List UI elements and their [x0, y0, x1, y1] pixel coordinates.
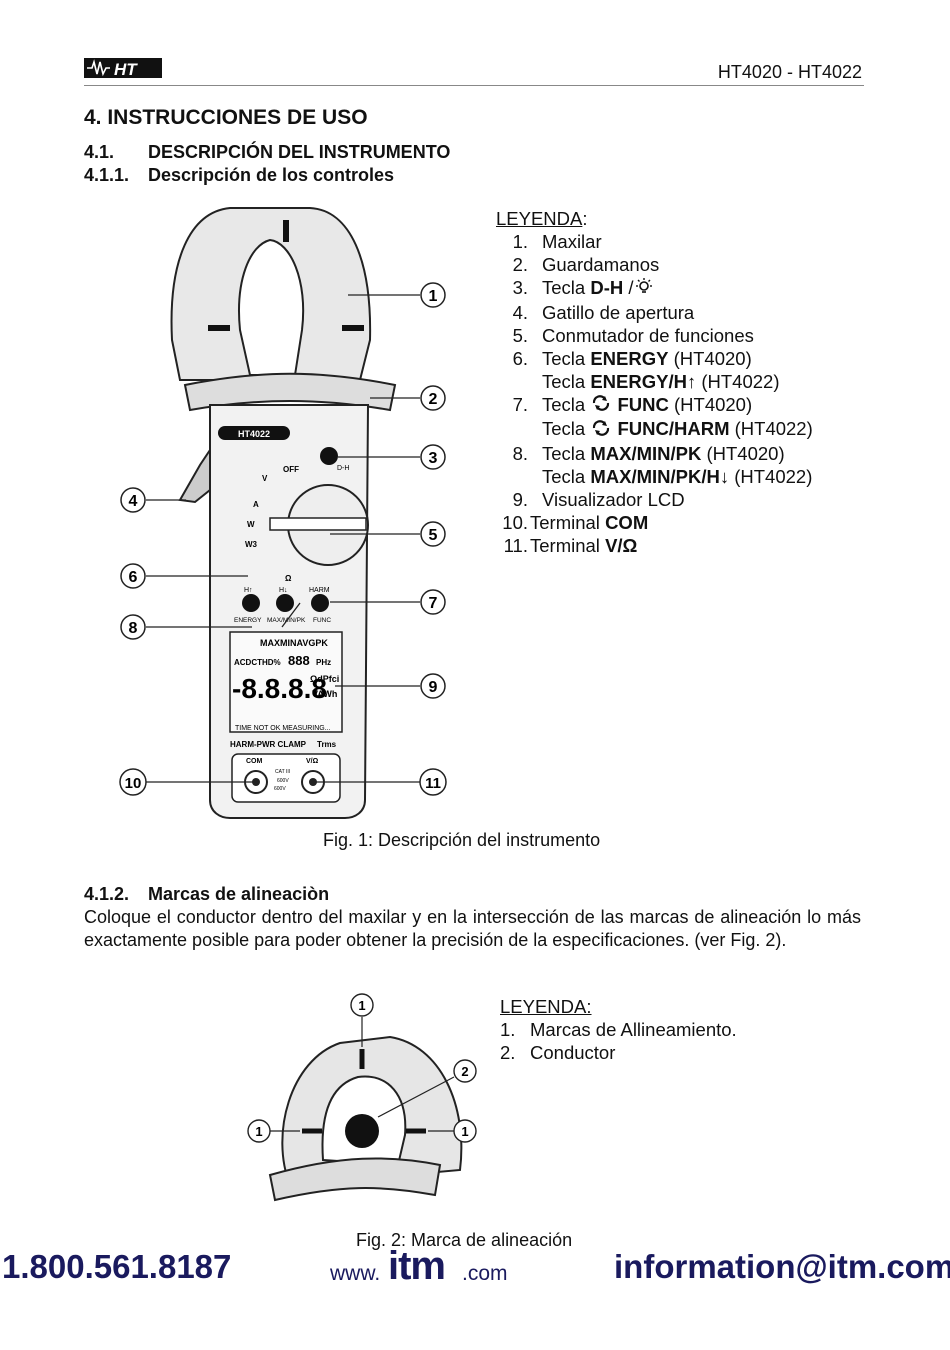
volt-label-1: 600V	[277, 778, 289, 784]
legend-2: LEYENDA: 1.Marcas de Allineamiento. 2.Co…	[500, 995, 820, 1064]
dial-label-a: A	[253, 500, 259, 509]
model-header: HT4020 - HT4022	[717, 62, 862, 82]
logo-text: HT	[114, 60, 138, 79]
fig2-callout-1-right: 1	[461, 1124, 468, 1139]
subsection-title: Marcas de alineaciòn	[148, 884, 330, 904]
subsection-number: 4.1.	[84, 142, 115, 162]
legend-item-2: 2.Guardamanos	[512, 254, 660, 275]
legend-item-10: 10.Terminal COM	[502, 511, 649, 533]
button-label-func: FUNC	[313, 617, 331, 624]
lcd-top-row: MAXMINAVGPK	[260, 638, 328, 648]
dial-label-w3: W3	[245, 540, 258, 549]
subsection-title: Descripción de los controles	[148, 165, 395, 185]
subsection-heading-4-1-1: 4.1.1. Descripción de los controles	[84, 165, 394, 186]
subsection-number: 4.1.2.	[84, 884, 130, 904]
fig2-callout-1-left: 1	[255, 1124, 262, 1139]
legend-item-8b: 0.Tecla MAX/MIN/PK/H↓ (HT4022)	[542, 465, 813, 487]
dial-label-ohm: Ω	[285, 574, 292, 583]
lcd-row-2: ACDCTHD%	[234, 658, 281, 667]
device-name: HARM-PWR CLAMP	[230, 740, 307, 749]
legend-item-7b: 0.Tecla FUNC/HARM (HT4022)	[496, 417, 856, 442]
fig2-callout-2: 2	[461, 1064, 468, 1079]
legend-item-9: 9.Visualizador LCD	[512, 488, 685, 510]
legend-1-title: LEYENDA	[496, 208, 583, 229]
lcd-small-digits: 888	[288, 653, 310, 668]
body-paragraph: Coloque el conductor dentro del maxilar …	[84, 907, 861, 950]
footer-web-com: .com	[462, 1262, 508, 1285]
button-label-h-up: H↑	[244, 587, 253, 594]
figure-2-drawing: 1 2 1 1	[247, 993, 477, 1202]
subsection-number: 4.1.1.	[84, 165, 130, 185]
cycle-arrows-icon	[590, 419, 612, 442]
volt-label-2: 600V	[274, 786, 286, 792]
legend-item-11: 11.Terminal V/Ω	[503, 534, 638, 556]
lcd-main-digits: -8.8.8.8	[232, 673, 327, 704]
legend-item-5: 5.Conmutador de funciones	[512, 324, 754, 346]
lcd-units: ΩdPfci	[310, 674, 339, 684]
legend-item-6b: 0.Tecla ENERGY/H↑ (HT4022)	[542, 370, 780, 392]
device-badge: HT4022	[238, 429, 270, 439]
dial-label-off: OFF	[283, 465, 299, 474]
legend-item-6: 6.Tecla ENERGY (HT4020)	[512, 347, 752, 369]
figure-1-drawing: HT4022 OFF V A W W3 Ω D-H H↑ H↓ HARM ENE…	[110, 200, 460, 825]
fig2-callout-1-top: 1	[358, 998, 365, 1013]
subsection-heading-4-1-2: 4.1.2. Marcas de alineaciòn	[84, 884, 329, 905]
button-label-maxminpk: MAX/MIN/PK	[267, 617, 306, 624]
figure-1-caption: Fig. 1: Descripción del instrumento	[323, 830, 601, 850]
legend-2-title: LEYENDA:	[500, 996, 592, 1017]
button-label-energy: ENERGY	[234, 617, 262, 624]
legend-1: LEYENDA: 1.Maxilar 2.Guardamanos 3.Tecla…	[496, 207, 856, 557]
device-trms: Trms	[317, 740, 337, 749]
dial-label-v: V	[262, 474, 268, 483]
legend-item-8: 8.Tecla MAX/MIN/PK (HT4020)	[512, 442, 785, 464]
cycle-arrows-icon	[590, 394, 612, 417]
subsection-title: DESCRIPCIÓN DEL INSTRUMENTO	[148, 142, 451, 162]
legend-2-item-1: 1.Marcas de Allineamiento.	[500, 1019, 737, 1040]
figure-2-caption: Fig. 2: Marca de alineación	[356, 1230, 573, 1250]
ht-logo: HT	[84, 56, 164, 80]
lcd-units-2: VAWh	[312, 689, 337, 699]
footer-email[interactable]: information@itm.com	[614, 1248, 950, 1285]
legend-item-1: 1.Maxilar	[512, 231, 602, 252]
footer-web-www: www.	[330, 1262, 381, 1285]
legend-item-7: 7.Tecla FUNC (HT4020)	[496, 393, 856, 418]
footer-web-itm: itm	[388, 1244, 446, 1288]
legend-item-3: 3.Tecla D-H /	[496, 276, 856, 301]
dial-label-w: W	[247, 520, 255, 529]
legend-item-4: 4.Gatillo de apertura	[512, 301, 695, 323]
legend-2-item-2: 2.Conductor	[500, 1042, 616, 1063]
button-label-h-down: H↓	[279, 587, 288, 594]
dh-label: D-H	[337, 465, 349, 472]
cat-label: CAT III	[275, 769, 290, 775]
section-title: 4. INSTRUCCIONES DE USO	[84, 106, 368, 129]
lcd-message: TIME NOT OK MEASURING...	[235, 725, 331, 732]
terminal-v-label: V/Ω	[306, 758, 319, 765]
lightbulb-icon	[634, 277, 654, 301]
lcd-hz: PHz	[316, 658, 331, 667]
header-rule	[84, 85, 864, 86]
footer-phone[interactable]: 1.800.561.8187	[2, 1248, 232, 1285]
terminal-com-label: COM	[246, 758, 263, 765]
subsection-heading-4-1: 4.1. DESCRIPCIÓN DEL INSTRUMENTO	[84, 142, 450, 163]
button-label-harm: HARM	[309, 587, 330, 594]
